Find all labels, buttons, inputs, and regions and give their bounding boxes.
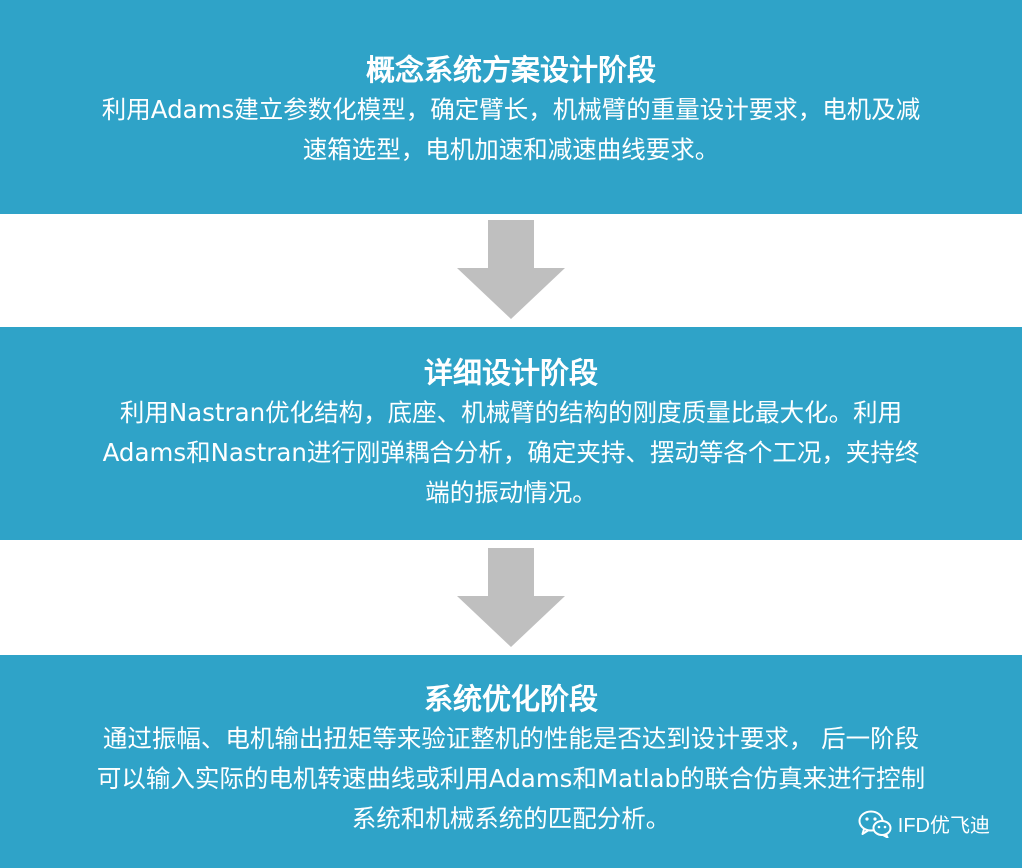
stage-title: 概念系统方案设计阶段 [365, 53, 656, 87]
stage-system-optimization: 系统优化阶段 通过振幅、电机输出扭矩等来验证整机的性能是否达到设计要求， 后一阶… [0, 655, 1022, 868]
stage-description-line: Adams和Nastran进行刚弹耦合分析，确定夹持、摆动等各个工况，夹持终 [102, 438, 920, 467]
stage-concept-design: 概念系统方案设计阶段 利用Adams建立参数化模型，确定臂长，机械臂的重量设计要… [0, 0, 1022, 214]
stage-title: 系统优化阶段 [423, 682, 598, 716]
stage-description-line: 通过振幅、电机输出扭矩等来验证整机的性能是否达到设计要求， 后一阶段 [102, 724, 920, 753]
down-arrow-icon [457, 548, 565, 647]
stage-description-line: 可以输入实际的电机转速曲线或利用Adams和Matlab的联合仿真来进行控制 [96, 764, 926, 793]
stage-description-line: 速箱选型，电机加速和减速曲线要求。 [302, 135, 720, 164]
stage-description: 利用Adams建立参数化模型，确定臂长，机械臂的重量设计要求，电机及减 速箱选型… [21, 90, 1001, 170]
stage-title: 详细设计阶段 [423, 356, 598, 390]
down-arrow-icon [457, 220, 565, 319]
stage-description: 利用Nastran优化结构，底座、机械臂的结构的刚度质量比最大化。利用 Adam… [19, 393, 1004, 513]
stage-detailed-design: 详细设计阶段 利用Nastran优化结构，底座、机械臂的结构的刚度质量比最大化。… [0, 327, 1022, 540]
stage-description-line: 端的振动情况。 [425, 478, 597, 507]
watermark-text: IFD优飞迪 [897, 815, 990, 837]
stage-description: 通过振幅、电机输出扭矩等来验证整机的性能是否达到设计要求， 后一阶段 可以输入实… [16, 719, 1006, 839]
watermark: IFD优飞迪 [858, 809, 990, 838]
stage-description-line: 利用Adams建立参数化模型，确定臂长，机械臂的重量设计要求，电机及减 [101, 95, 921, 124]
wechat-icon [858, 810, 892, 838]
stage-description-line: 系统和机械系统的匹配分析。 [351, 804, 671, 833]
stage-description-line: 利用Nastran优化结构，底座、机械臂的结构的刚度质量比最大化。利用 [119, 398, 903, 427]
